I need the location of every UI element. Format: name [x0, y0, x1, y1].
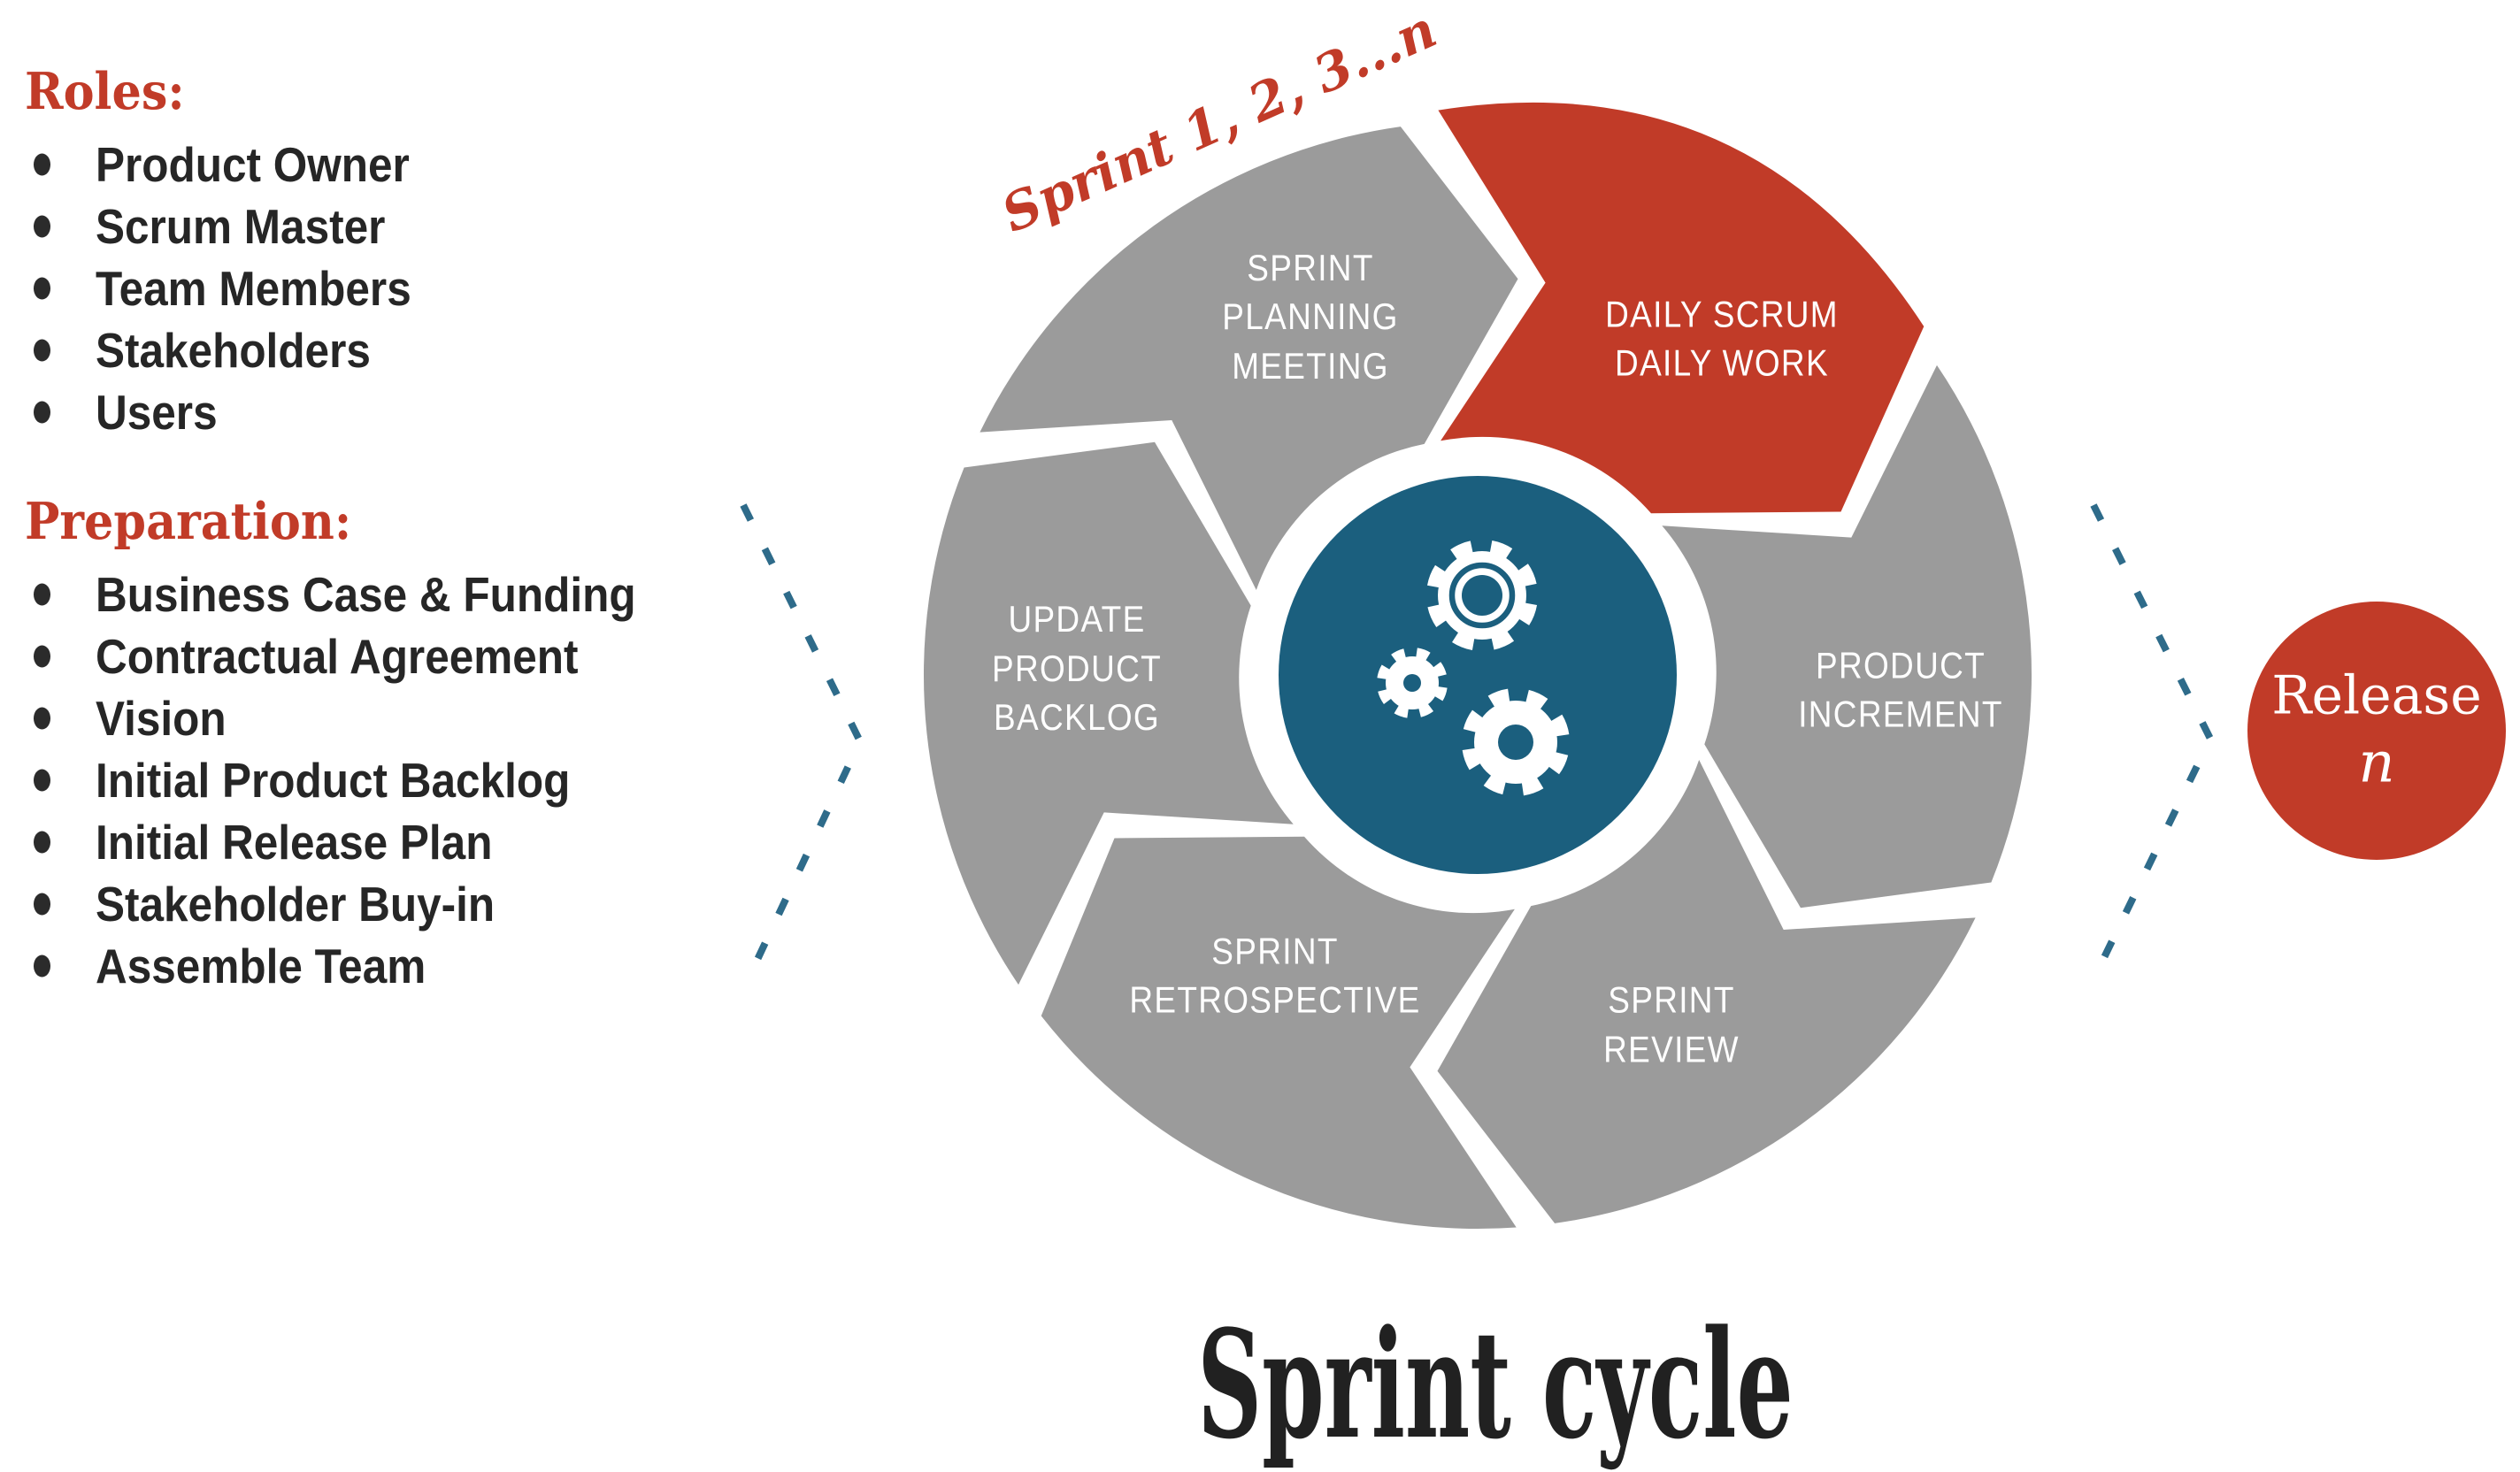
label-update-product-backlog: UPDATE PRODUCT BACKLOG: [992, 597, 1163, 738]
bullet-icon: [34, 954, 50, 978]
segment-daily-scrum[interactable]: [1438, 102, 1925, 514]
bullet-icon: [34, 153, 50, 176]
hub-circle: [1279, 476, 1677, 874]
list-item: Scrum Master: [25, 196, 446, 257]
list-item: Stakeholder Buy-in: [25, 873, 695, 935]
list-item: Users: [25, 381, 446, 443]
bullet-icon: [34, 831, 50, 854]
bullet-icon: [34, 215, 50, 238]
roles-section: Roles: Product Owner Scrum Master Team M…: [25, 62, 446, 443]
roles-list: Product Owner Scrum Master Team Members …: [25, 134, 446, 443]
bullet-icon: [34, 893, 50, 916]
release-line1: Release: [2271, 664, 2482, 727]
bullet-icon: [34, 769, 50, 792]
list-item: Product Owner: [25, 134, 446, 196]
list-item: Assemble Team: [25, 935, 695, 997]
label-sprint-review: SPRINT REVIEW: [1603, 978, 1740, 1070]
label-daily-scrum: DAILY SCRUM DAILY WORK: [1605, 293, 1840, 384]
segment-sprint-review[interactable]: [1437, 760, 1976, 1223]
segment-sprint-retrospective[interactable]: [1041, 836, 1517, 1230]
bullet-icon: [34, 339, 50, 362]
label-product-increment: PRODUCT INCREMENT: [1797, 644, 2003, 735]
dashed-chevron-right: [2090, 503, 2215, 978]
list-item: Team Members: [25, 257, 446, 319]
list-item: Contractual Agreement: [25, 625, 695, 687]
release-line2: n: [2358, 730, 2395, 796]
segment-sprint-planning-meeting[interactable]: [980, 126, 1518, 591]
label-sprint-retrospective: SPRINT RETROSPECTIVE: [1129, 930, 1421, 1021]
diagram-title: Sprint cycle: [1197, 1297, 1794, 1472]
bullet-icon: [34, 645, 50, 668]
gears-icon: [1377, 540, 1570, 796]
label-sprint-planning-meeting: SPRINT PLANNING MEETING: [1222, 246, 1399, 387]
bullet-icon: [34, 583, 50, 606]
list-item: Initial Release Plan: [25, 811, 695, 873]
bullet-icon: [34, 277, 50, 300]
list-item: Vision: [25, 687, 695, 749]
bullet-icon: [34, 401, 50, 424]
release-circle[interactable]: [2247, 602, 2506, 860]
segment-product-increment[interactable]: [1662, 364, 2032, 908]
list-item: Business Case & Funding: [25, 564, 695, 625]
bullet-icon: [34, 707, 50, 730]
dashed-chevron-left: [740, 503, 864, 982]
preparation-section: Preparation: Business Case & Funding Con…: [25, 492, 695, 997]
roles-heading: Roles:: [25, 62, 185, 121]
preparation-list: Business Case & Funding Contractual Agre…: [25, 564, 695, 997]
preparation-heading: Preparation:: [25, 492, 352, 551]
list-item: Stakeholders: [25, 319, 446, 381]
list-item: Initial Product Backlog: [25, 749, 695, 811]
segment-update-product-backlog[interactable]: [923, 441, 1294, 985]
